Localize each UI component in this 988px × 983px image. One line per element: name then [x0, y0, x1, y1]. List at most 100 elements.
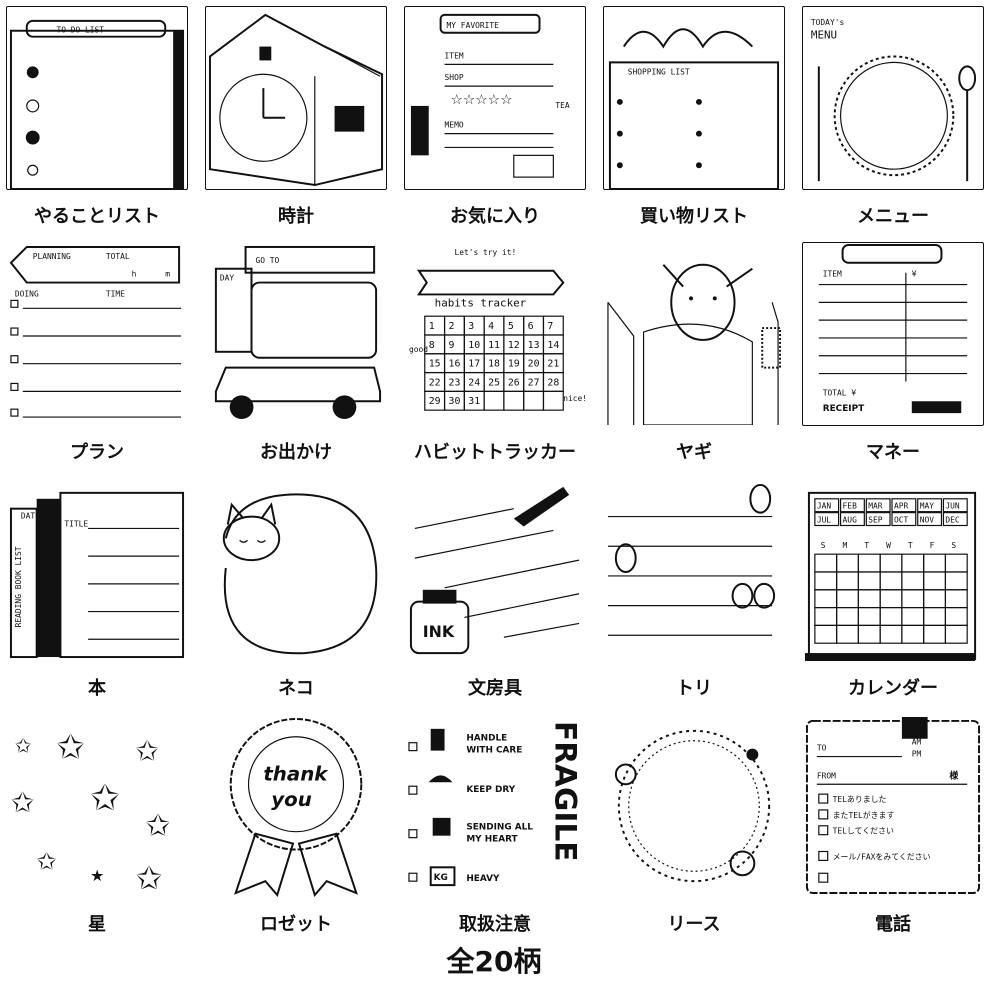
stamp-clock[interactable]: 時計: [202, 4, 390, 240]
habit-day-number: 31: [468, 396, 480, 407]
fragile-big-text: FRAGILE: [548, 721, 583, 862]
calendar-cell: [923, 553, 947, 573]
habit-day-number: 6: [528, 321, 534, 332]
favorite-tea-text: TEA: [555, 101, 570, 110]
habit-day-number: 4: [488, 321, 494, 332]
stamp-outing[interactable]: GO TO DAY お出かけ: [202, 240, 390, 476]
book-title-text: TITLE: [64, 519, 88, 528]
stamp-book[interactable]: READING BOOK LIST DATE TITLE 本: [3, 476, 191, 712]
goat-illustration: [603, 242, 785, 426]
svg-text:✩: ✩: [15, 735, 32, 758]
habit-day-number: 26: [508, 377, 520, 388]
stamp-plan[interactable]: PLANNING TOTAL h m DOING TIME プラン: [3, 240, 191, 476]
habit-cell: [483, 390, 505, 411]
calendar-month-box: [839, 512, 865, 527]
stamp-star[interactable]: ✩ ✩ ✩ ✩ ✩ ✩ ✩ ✩ ★ 星: [3, 712, 191, 948]
label-clock: 時計: [278, 206, 314, 227]
calendar-cell: [857, 589, 881, 609]
label-calendar: カレンダー: [848, 678, 938, 699]
calendar-weekday-label: S: [951, 541, 956, 550]
book-date-text: DATE: [21, 512, 40, 521]
shopping-list-illustration: SHOPPING LIST: [603, 6, 785, 190]
plan-h-text: h: [132, 270, 137, 279]
habit-day-number: 23: [449, 377, 461, 388]
phone-from-text: FROM: [817, 771, 836, 780]
phone-opt1-text: TELありました: [833, 795, 887, 804]
calendar-month-box: [865, 512, 891, 527]
stamp-menu[interactable]: TODAY's MENU メニュー: [799, 4, 987, 240]
fragile-kg-text: KG: [434, 873, 448, 883]
phone-illustration: TO AM PM FROM 様 TELありました またTELがきます TELして…: [802, 714, 984, 898]
stamp-rosette[interactable]: thank you ロゼット: [202, 712, 390, 948]
svg-text:✩: ✩: [56, 728, 84, 767]
favorite-shop-text: SHOP: [445, 73, 464, 82]
menu-title-text: MENU: [811, 29, 837, 42]
plan-m-text: m: [165, 270, 170, 279]
calendar-weekday-label: W: [886, 541, 891, 550]
calendar-cell: [814, 624, 838, 644]
stamp-fragile[interactable]: HANDLE WITH CARE KEEP DRY SENDING ALL MY…: [401, 712, 589, 948]
stationery-illustration: INK: [404, 478, 586, 662]
stamp-shopping-list[interactable]: SHOPPING LIST 買い物リスト: [600, 4, 788, 240]
calendar-cell: [857, 571, 881, 591]
stamp-todo-list[interactable]: TO DO LIST やることリスト: [3, 4, 191, 240]
stamp-goat[interactable]: ヤギ: [600, 240, 788, 476]
footer-count: 全20柄: [446, 945, 542, 978]
money-item-text: ITEM: [823, 270, 842, 279]
money-total-text: TOTAL ¥: [823, 388, 857, 397]
wreath-illustration: [603, 714, 785, 898]
label-wreath: リース: [667, 914, 721, 935]
stamp-grid: TO DO LIST やることリスト 時計: [3, 4, 987, 935]
habit-day-number: 8: [429, 340, 435, 351]
calendar-cell: [944, 571, 968, 591]
phone-opt4-text: メール/FAXをみてください: [833, 852, 931, 861]
stamp-phone[interactable]: TO AM PM FROM 様 TELありました またTELがきます TELして…: [799, 712, 987, 948]
calendar-cell: [814, 571, 838, 591]
habit-day-number: 13: [528, 340, 540, 351]
stamp-favorite[interactable]: MY FAVORITE ITEM SHOP ☆☆☆☆☆ MEMO TEA お気に…: [401, 4, 589, 240]
stamp-cat[interactable]: ネコ: [202, 476, 390, 712]
todo-list-illustration: TO DO LIST: [6, 6, 188, 190]
calendar-month-label: NOV: [920, 516, 935, 525]
cat-illustration: [205, 478, 387, 662]
habit-day-number: 5: [508, 321, 514, 332]
habit-day-number: 30: [449, 396, 461, 407]
calendar-weekday-label: S: [821, 541, 826, 550]
calendar-cell: [836, 606, 859, 626]
calendar-month-box: [917, 512, 943, 527]
label-stationery: 文房具: [468, 678, 522, 699]
label-book: 本: [88, 678, 106, 699]
calendar-cell: [857, 624, 881, 644]
habit-day-number: 17: [468, 359, 480, 370]
label-habit-tracker: ハビットトラッカー: [414, 442, 576, 463]
habit-day-number: 24: [468, 377, 480, 388]
calendar-cell: [879, 553, 903, 573]
favorite-title-text: MY FAVORITE: [447, 21, 500, 30]
svg-text:☆☆☆☆☆: ☆☆☆☆☆: [450, 92, 512, 108]
calendar-month-box: [865, 498, 891, 513]
menu-todays-text: TODAY's: [811, 18, 844, 27]
calendar-cell: [836, 571, 859, 591]
stamp-stationery[interactable]: INK 文房具: [401, 476, 589, 712]
calendar-month-box: [814, 498, 840, 513]
habit-day-number: 2: [449, 321, 455, 332]
calendar-cell: [857, 606, 881, 626]
stamp-bird[interactable]: トリ: [600, 476, 788, 712]
calendar-cell: [857, 553, 881, 573]
label-shopping-list: 買い物リスト: [640, 206, 748, 227]
stamp-money[interactable]: ITEM ¥ TOTAL ¥ RECEIPT マネー: [799, 240, 987, 476]
fragile-heart-text: MY HEART: [466, 835, 518, 845]
calendar-cell: [879, 606, 903, 626]
stamp-wreath[interactable]: リース: [600, 712, 788, 948]
calendar-cell: [944, 589, 968, 609]
habit-day-number: 7: [547, 321, 553, 332]
svg-text:✩: ✩: [11, 786, 34, 819]
phone-sama-text: 様: [949, 769, 958, 781]
rosette-thank-text: thank: [263, 762, 329, 785]
calendar-month-label: AUG: [843, 516, 858, 525]
calendar-cell: [836, 589, 859, 609]
calendar-cell: [901, 624, 925, 644]
